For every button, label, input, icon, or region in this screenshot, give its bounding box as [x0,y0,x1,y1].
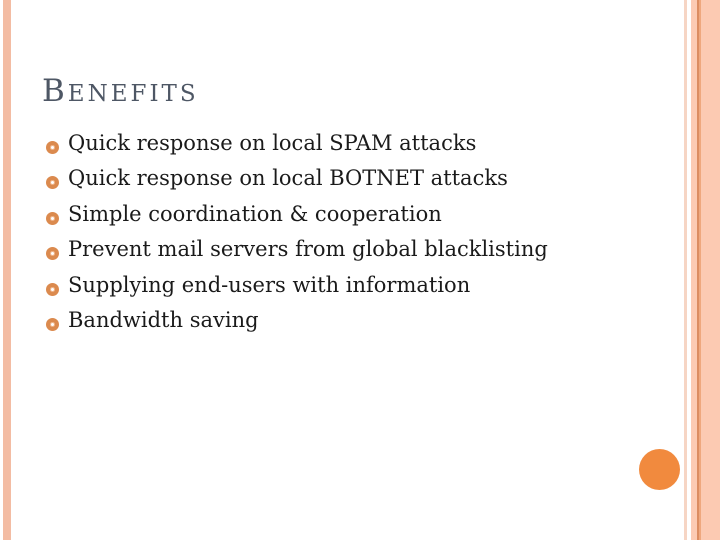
bullet-text: Quick response on local BOTNET attacks [68,166,508,191]
bullet-text: Simple coordination & cooperation [68,201,442,226]
ring-bullet-icon [46,282,59,296]
ring-bullet-icon [46,141,59,154]
left-accent-bar [3,0,11,540]
right-accent-band [691,0,720,540]
right-accent-band-mid-line [699,0,701,540]
decorative-circle [639,449,680,490]
slide-title: BENEFITS [42,73,199,109]
ring-bullet-icon [46,317,59,331]
bullet-list: Quick response on local SPAM attacks Qui… [46,126,646,338]
ring-bullet-icon [46,247,59,261]
list-item: Bandwidth saving [46,303,646,338]
ring-bullet-icon [46,176,59,190]
bullet-text: Bandwidth saving [68,307,259,332]
bullet-text: Prevent mail servers from global blackli… [68,237,548,262]
bullet-text: Quick response on local SPAM attacks [68,131,477,155]
right-accent-band-dark-line [697,0,699,540]
list-item: Quick response on local BOTNET attacks [46,161,646,196]
list-item: Prevent mail servers from global blackli… [46,232,646,267]
bullet-text: Supplying end-users with information [68,272,471,297]
list-item: Supplying end-users with information [46,268,646,303]
ring-bullet-icon [46,211,59,225]
list-item: Simple coordination & cooperation [46,197,646,232]
list-item: Quick response on local SPAM attacks [46,126,646,161]
right-accent-stripe-pale [684,0,687,540]
